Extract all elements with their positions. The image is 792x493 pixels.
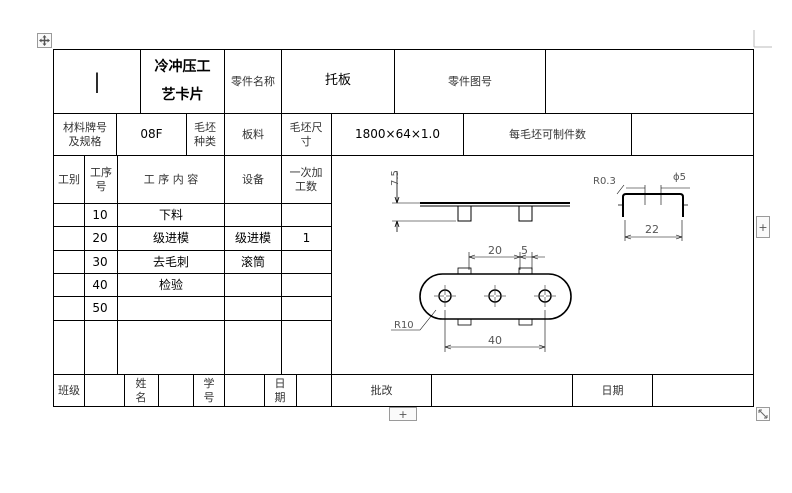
- card-title-line2: 艺卡片: [161, 86, 204, 103]
- part-drawing-no-value: [546, 50, 753, 113]
- name-label: 姓名: [135, 376, 147, 404]
- plus-icon: +: [758, 220, 768, 234]
- step-count: [282, 297, 331, 320]
- blank-size-value: 1800×64×1.0: [354, 127, 440, 141]
- material-grade-value: 08F: [140, 127, 163, 141]
- col-content: 工 序 内 容: [143, 172, 199, 186]
- step-content: [118, 297, 224, 320]
- date-label: 日期: [274, 376, 286, 404]
- blank-type-label: 毛坯种类: [194, 120, 216, 148]
- step-count: [282, 251, 331, 273]
- add-row-button[interactable]: +: [389, 407, 417, 421]
- pieces-per-blank-label: 每毛坯可制件数: [509, 127, 586, 141]
- part-drawing: 7.5 R0.3 ϕ5 22 20 5 R10 40: [390, 170, 690, 352]
- card-title-line1: 冷冲压工: [154, 59, 211, 75]
- blank-type-value: 板料: [242, 127, 264, 141]
- step-number: 20: [92, 231, 108, 245]
- add-column-button[interactable]: +: [756, 216, 770, 238]
- front-view: [392, 171, 570, 232]
- blank-size-label: 毛坯尺寸: [289, 120, 323, 148]
- side-section-view: [616, 184, 690, 241]
- dim-hole-dia: ϕ5: [673, 172, 686, 183]
- step-equipment: [225, 297, 281, 320]
- logo-mark: |: [93, 69, 101, 93]
- grade-label: 批改: [370, 383, 393, 397]
- pieces-per-blank-value: [632, 114, 753, 155]
- step-count: [282, 274, 331, 296]
- step-content: 去毛刺: [152, 254, 189, 269]
- dim-slot: 5: [521, 244, 528, 257]
- table-resize-handle[interactable]: [756, 407, 770, 421]
- col-parts-per-stroke: 一次加工数: [289, 165, 323, 193]
- plan-view: [391, 252, 572, 352]
- part-name-value: 托板: [324, 73, 351, 89]
- dim-inner-width: 22: [645, 223, 659, 236]
- student-no-label: 学号: [203, 376, 215, 404]
- step-equipment: [225, 204, 281, 226]
- move-arrows-icon: [39, 35, 50, 46]
- step-number: 40: [92, 277, 108, 292]
- dim-end-radius: R10: [394, 320, 414, 331]
- col-work-area: 工别: [58, 173, 80, 187]
- step-count: [282, 204, 331, 226]
- col-step-no: 工序号: [90, 165, 112, 193]
- step-number: 30: [92, 254, 108, 269]
- class-label: 班级: [58, 383, 80, 397]
- step-equipment: [225, 274, 281, 296]
- card-title: 冷冲压工 艺卡片: [141, 50, 224, 113]
- material-grade-label: 材料牌号及规格: [63, 120, 107, 148]
- step-equipment: 级进模: [234, 231, 271, 245]
- dim-height: 7.5: [390, 170, 401, 186]
- part-drawing-no-label: 零件图号: [448, 74, 492, 88]
- dim-hole-span: 40: [488, 334, 502, 347]
- col-equipment: 设备: [242, 172, 264, 186]
- step-count: 1: [302, 231, 311, 245]
- step-number: 50: [92, 301, 108, 315]
- step-equipment: 滚筒: [240, 254, 265, 269]
- step-content: 下料: [158, 207, 183, 222]
- date2-label: 日期: [601, 383, 624, 397]
- plus-icon: +: [398, 407, 408, 421]
- part-name-label: 零件名称: [231, 74, 275, 88]
- resize-diagonal-icon: [758, 409, 768, 419]
- dim-radius-small: R0.3: [593, 176, 616, 187]
- dim-pitch: 20: [488, 244, 502, 257]
- step-number: 10: [92, 207, 108, 222]
- step-content: 级进模: [152, 231, 189, 245]
- table-move-handle[interactable]: [37, 33, 52, 48]
- step-content: 检验: [158, 277, 183, 292]
